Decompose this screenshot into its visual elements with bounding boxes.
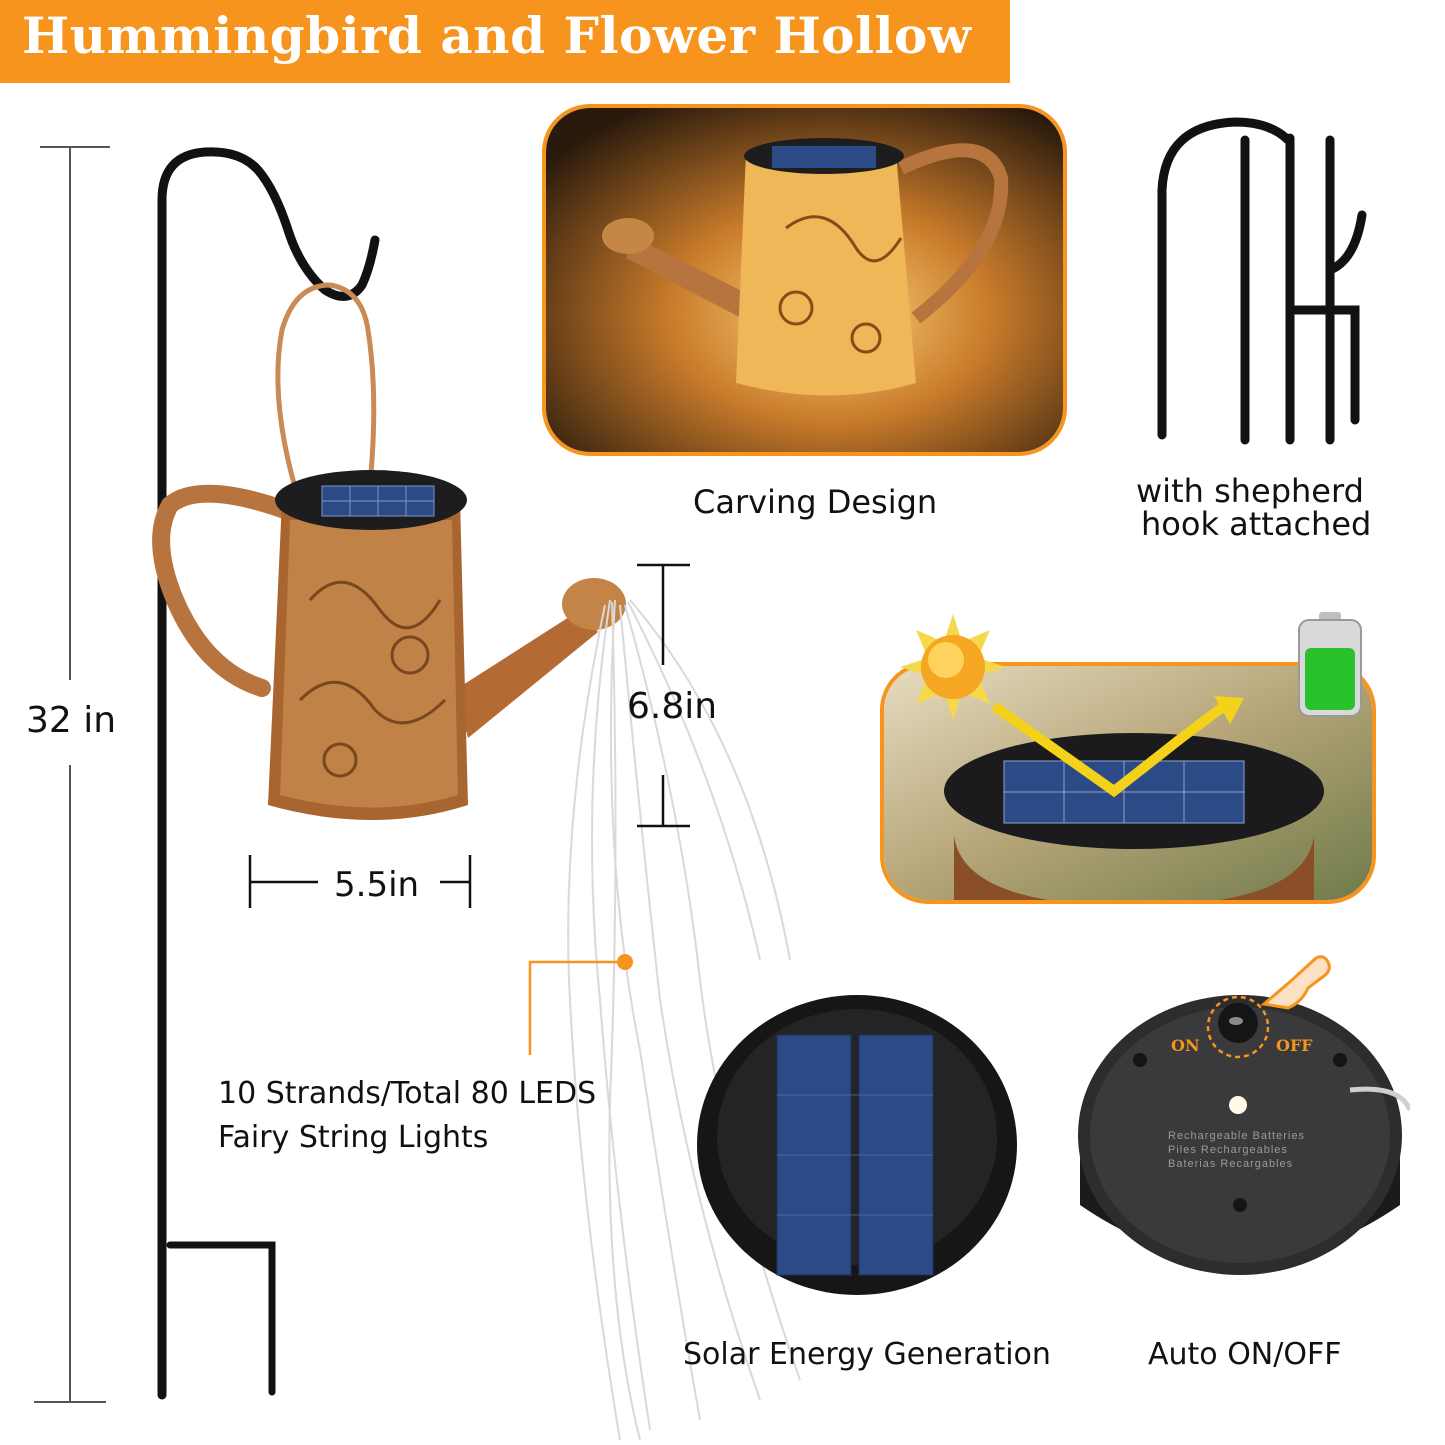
off-label: OFF: [1276, 1036, 1313, 1055]
product-illustration: [34, 146, 801, 1441]
on-label: ON: [1171, 1036, 1200, 1055]
solar-label: Solar Energy Generation: [683, 1337, 1051, 1372]
carving-label: Carving Design: [693, 483, 938, 521]
hook-label-line2: hook attached: [1141, 505, 1372, 543]
strands-callout-line: [528, 954, 633, 1055]
battery-icon: [1298, 612, 1362, 717]
drop-label: 6.8in: [627, 686, 718, 727]
solar-panel-image: [697, 995, 1017, 1295]
height-label: 32 in: [26, 700, 117, 741]
auto-switch-image: [1078, 995, 1410, 1275]
auto-label: Auto ON/OFF: [1148, 1337, 1342, 1372]
width-label: 5.5in: [334, 865, 420, 905]
shepherd-hook-stake: [157, 147, 380, 1400]
height-dimension-line: [34, 146, 110, 1403]
shepherd-hook-parts: [1157, 117, 1367, 445]
header-banner: [0, 0, 1010, 83]
strands-label-line1: 10 Strands/Total 80 LEDS: [218, 1076, 597, 1111]
watering-can: [152, 470, 626, 820]
carving-design-photo: [542, 104, 1067, 456]
hook-label-line1: with shepherd: [1136, 472, 1364, 510]
battery-text-line3: Baterias Recargables: [1168, 1158, 1294, 1170]
solar-charging-photo: [880, 662, 1376, 904]
sun-icon: [900, 614, 1006, 720]
fairy-string-lights: [567, 599, 801, 1441]
battery-text-line2: Piles Rechargeables: [1168, 1144, 1288, 1156]
page-title: Hummingbird and Flower Hollow: [22, 6, 972, 65]
drop-dimension-line: [637, 563, 690, 828]
width-dimension-line: [248, 855, 472, 908]
strands-label-line2: Fairy String Lights: [218, 1120, 489, 1155]
hand-pointer-icon: [1260, 955, 1331, 1010]
battery-text-line1: Rechargeable Batteries: [1168, 1130, 1305, 1142]
